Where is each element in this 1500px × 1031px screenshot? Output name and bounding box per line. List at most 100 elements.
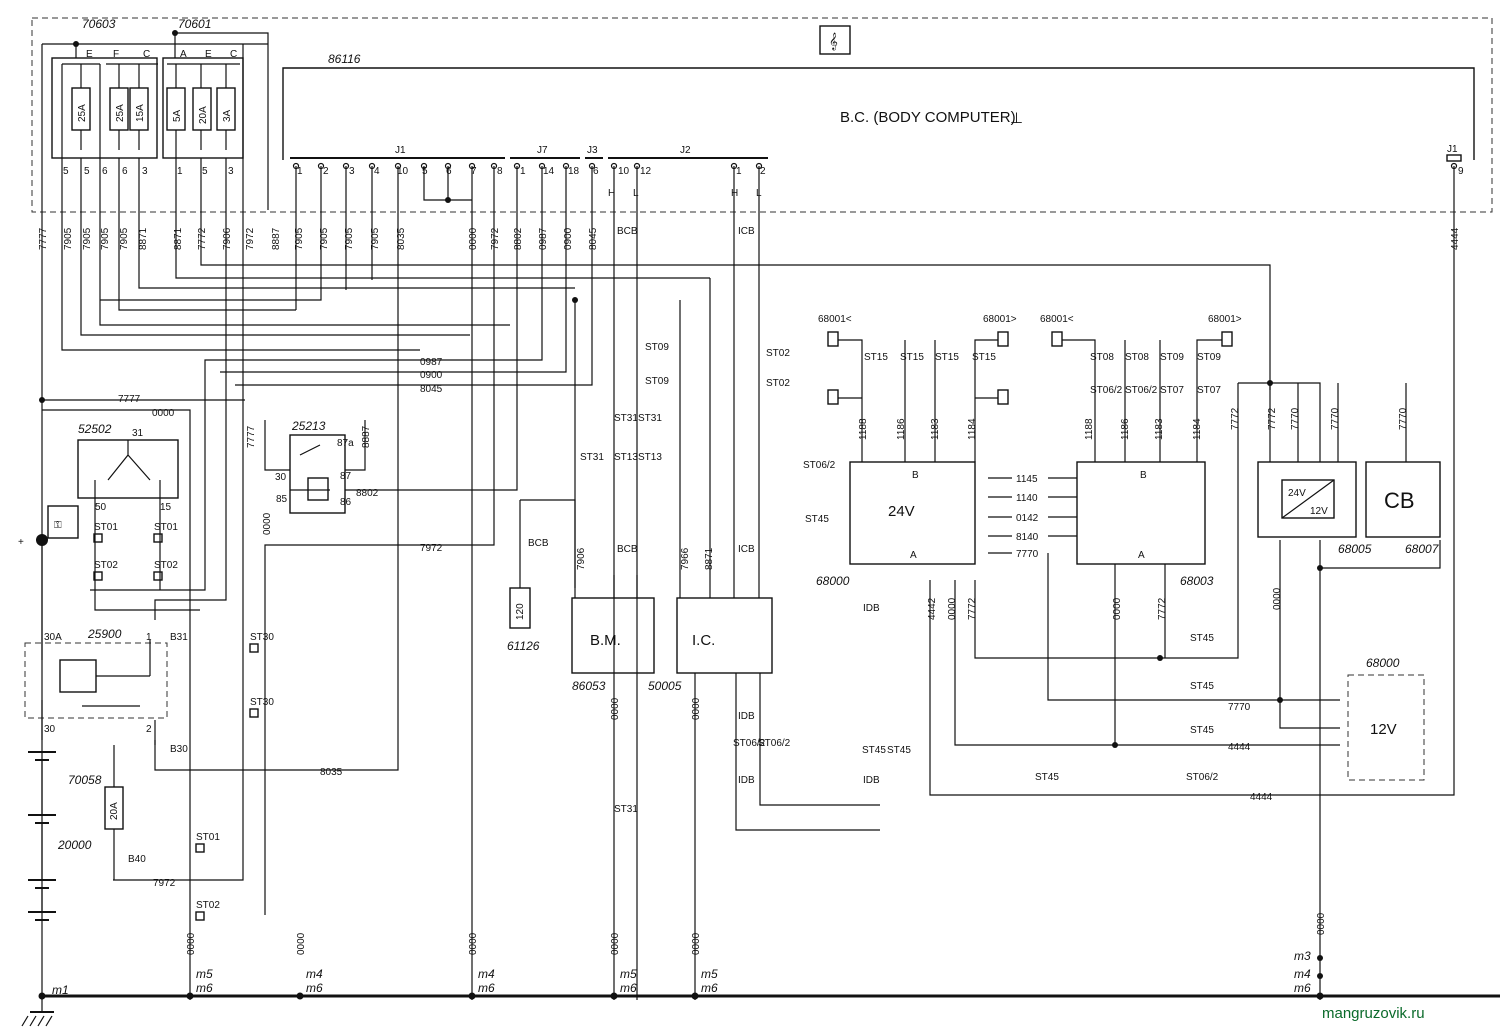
speaker-left-2: 68001< <box>1040 314 1074 325</box>
svg-text:8045: 8045 <box>420 384 443 395</box>
svg-text:ST45: ST45 <box>1190 725 1214 736</box>
svg-text:ST02: ST02 <box>94 560 118 571</box>
svg-text:10: 10 <box>618 166 630 177</box>
svg-text:⚿: ⚿ <box>54 520 62 531</box>
top-wire-codes: 7777 7905 7905 7905 7905 8871 8871 7772 … <box>38 227 1461 250</box>
svg-text:7905: 7905 <box>63 227 74 250</box>
bus-labels: BCB ICB BCB BCB ICB IDB IDB IDB IDB H L … <box>528 188 880 786</box>
svg-text:24V: 24V <box>1288 488 1306 499</box>
svg-text:7777: 7777 <box>38 227 49 250</box>
svg-text:15: 15 <box>160 502 172 513</box>
module-68003 <box>1076 461 1206 565</box>
svg-text:ST09: ST09 <box>645 376 669 387</box>
j1-pins: 1 2 3 4 10 5 6 7 8 <box>297 166 503 177</box>
radio-cb-68007-code: 68007 <box>1405 542 1440 556</box>
svg-text:ST06/2: ST06/2 <box>803 460 836 471</box>
svg-text:ST13: ST13 <box>614 452 638 463</box>
st-center: ST09 ST09 ST31 ST31 ST13 ST13 ST31 ST02 … <box>580 342 790 815</box>
svg-text:BCB: BCB <box>528 538 549 549</box>
svg-text:m1: m1 <box>52 983 69 997</box>
svg-text:7777: 7777 <box>246 425 257 448</box>
svg-text:7770: 7770 <box>1330 407 1341 430</box>
svg-text:ST45: ST45 <box>1190 681 1214 692</box>
j1b-pin: 9 <box>1458 166 1464 177</box>
switch-52502-code: 52502 <box>78 422 112 436</box>
svg-text:IDB: IDB <box>863 775 880 786</box>
svg-text:ST08: ST08 <box>1090 352 1114 363</box>
svg-text:5: 5 <box>202 166 208 177</box>
svg-text:A: A <box>1138 550 1145 561</box>
svg-text:ST01: ST01 <box>196 832 220 843</box>
radio-cb-68007 <box>1365 461 1441 538</box>
module-bm-label: B.M. <box>590 632 621 649</box>
svg-text:H: H <box>608 188 615 199</box>
resistor-61126-code: 61126 <box>507 639 540 653</box>
svg-text:85: 85 <box>276 494 288 505</box>
svg-text:3A: 3A <box>222 109 233 122</box>
svg-text:7772: 7772 <box>197 227 208 250</box>
j2-pins: 10 12 1 2 <box>618 166 766 177</box>
svg-text:0000: 0000 <box>610 697 621 720</box>
svg-text:2: 2 <box>760 166 766 177</box>
svg-text:ST09: ST09 <box>645 342 669 353</box>
svg-text:7906: 7906 <box>222 227 233 250</box>
svg-text:B30: B30 <box>170 744 188 755</box>
svg-text:7905: 7905 <box>100 227 111 250</box>
module-bm-code: 86053 <box>572 679 606 693</box>
svg-text:7770: 7770 <box>1016 549 1039 560</box>
j3-pin: 6 <box>593 166 599 177</box>
svg-text:m5: m5 <box>196 967 213 981</box>
svg-text:20A: 20A <box>198 106 209 124</box>
svg-text:E: E <box>205 49 212 60</box>
svg-text:5: 5 <box>63 166 69 177</box>
svg-text:0000: 0000 <box>1272 587 1283 610</box>
svg-text:6: 6 <box>446 166 452 177</box>
svg-text:5: 5 <box>422 166 428 177</box>
svg-text:1188: 1188 <box>1084 418 1095 440</box>
fuse-box-70601-code: 70601 <box>178 17 211 31</box>
svg-text:𝄞: 𝄞 <box>829 33 838 50</box>
svg-text:0000: 0000 <box>610 932 621 955</box>
svg-text:0000: 0000 <box>186 932 197 955</box>
svg-text:m5: m5 <box>701 967 718 981</box>
battery-code: 20000 <box>57 838 92 852</box>
svg-text:7770: 7770 <box>1290 407 1301 430</box>
svg-text:8871: 8871 <box>138 227 149 250</box>
svg-text:0000: 0000 <box>296 932 307 955</box>
amp-68000-code: 68000 <box>816 574 850 588</box>
speaker-wire-codes: 1188 1186 1183 1184 1188 1186 1183 1184 … <box>576 407 1409 803</box>
svg-text:7972: 7972 <box>490 227 501 250</box>
svg-text:87a: 87a <box>337 438 354 449</box>
svg-text:8871: 8871 <box>704 547 715 570</box>
svg-text:ST45: ST45 <box>1190 633 1214 644</box>
svg-text:18: 18 <box>568 166 580 177</box>
bc-label: B.C. (BODY COMPUTER) <box>840 109 1016 126</box>
svg-text:8887: 8887 <box>271 227 282 250</box>
fuse-pins: 5 5 6 6 3 1 5 3 <box>63 166 234 177</box>
svg-text:ST13: ST13 <box>638 452 662 463</box>
svg-text:5A: 5A <box>172 109 183 122</box>
svg-text:C: C <box>230 49 237 60</box>
svg-text:5: 5 <box>84 166 90 177</box>
svg-text:4444: 4444 <box>1250 792 1273 803</box>
ignition-25900 <box>24 642 168 719</box>
svg-text:0000: 0000 <box>468 932 479 955</box>
svg-text:1186: 1186 <box>896 418 907 440</box>
svg-text:7772: 7772 <box>1157 597 1168 620</box>
fuse-box-70603 <box>51 57 158 159</box>
svg-text:30: 30 <box>44 724 56 735</box>
svg-text:1: 1 <box>146 632 152 643</box>
svg-text:0900: 0900 <box>563 227 574 250</box>
svg-text:6: 6 <box>122 166 128 177</box>
svg-text:m6: m6 <box>701 981 718 995</box>
svg-text:1: 1 <box>520 166 526 177</box>
svg-text:8140: 8140 <box>1016 532 1039 543</box>
mid-wire-labels: 0987 0900 8045 7777 0000 7972 8802 8035 … <box>118 357 443 889</box>
svg-text:ST06/2: ST06/2 <box>1125 385 1158 396</box>
svg-text:0000: 0000 <box>468 227 479 250</box>
svg-text:ST30: ST30 <box>250 697 274 708</box>
svg-text:4442: 4442 <box>927 597 938 620</box>
svg-text:12: 12 <box>640 166 652 177</box>
svg-text:ST15: ST15 <box>900 352 924 363</box>
svg-text:7972: 7972 <box>420 543 443 554</box>
